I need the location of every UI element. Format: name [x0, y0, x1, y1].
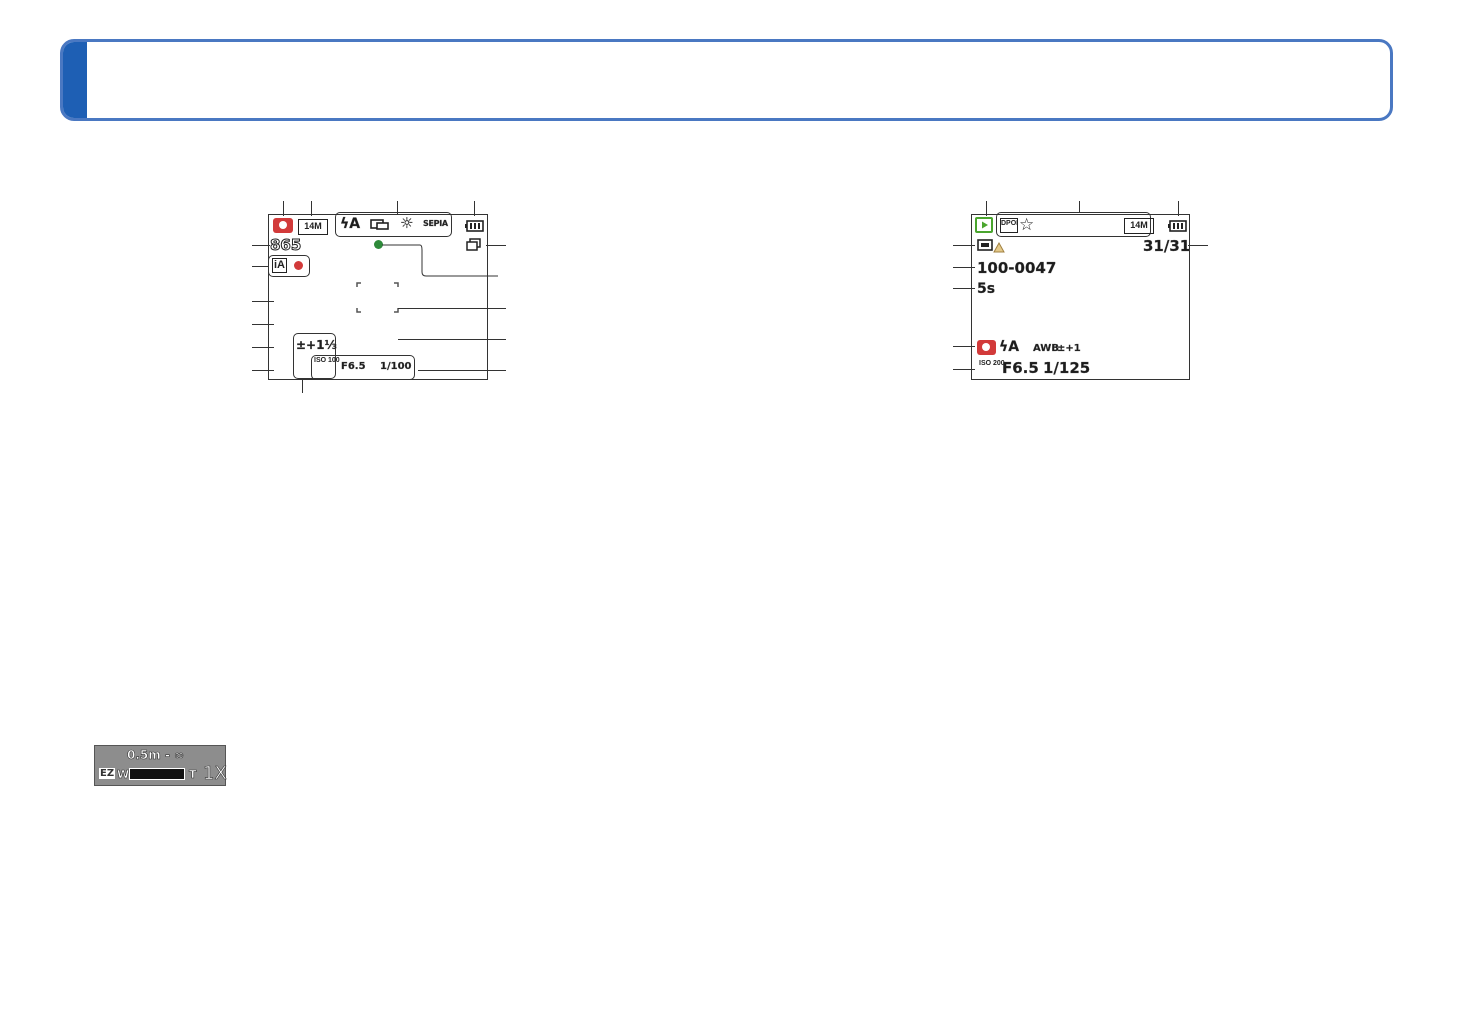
header-accent-tab	[63, 42, 87, 118]
rec-mode-camera-icon	[273, 218, 293, 233]
dpof-icon: DPOF	[1000, 218, 1018, 233]
playback-flash: ϟA	[999, 339, 1020, 355]
settings-group-box	[335, 212, 452, 237]
af-area-frame	[356, 282, 399, 313]
image-count: 31/31	[1143, 237, 1191, 255]
zoom-value: 1X	[203, 763, 227, 785]
zoom-bar	[129, 768, 185, 780]
stabilizer-icon	[370, 217, 390, 230]
playback-shutter: 1/125	[1043, 359, 1091, 377]
exposure-info-box	[311, 355, 415, 380]
playback-exposure-comp: ±+1	[1057, 343, 1081, 354]
iso-indicator: ISO 100	[314, 357, 340, 364]
aperture-value: F6.5	[341, 361, 366, 372]
record-dot	[294, 261, 303, 270]
playback-aperture: F6.5	[1002, 359, 1039, 377]
playback-mode-icon	[975, 217, 993, 233]
zoom-wide-label: W	[117, 768, 130, 782]
burst-mode-icon	[466, 238, 482, 252]
exposure-comp-value: ±+1⅓	[296, 338, 337, 352]
playback-battery-icon	[1168, 219, 1188, 232]
shots-remaining: 865	[269, 236, 302, 255]
elapsed-time: 5s	[977, 281, 996, 297]
playback-lcd-frame	[971, 214, 1190, 380]
playback-iso: ISO 200	[979, 360, 1005, 367]
intelligent-auto-icon: iA	[272, 258, 287, 273]
ez-icon: EZ	[99, 768, 116, 779]
playback-settings-box	[996, 212, 1151, 237]
resolution-indicator: 14M	[298, 219, 328, 235]
zoom-tele-label: T	[189, 768, 197, 782]
playback-camera-icon	[977, 340, 996, 355]
battery-icon	[465, 219, 485, 232]
focus-range: 0.5m - ∞	[127, 748, 185, 763]
white-balance-icon: ☼	[400, 214, 414, 232]
flash-indicator: ϟA	[340, 216, 361, 232]
shutter-speed: 1/100	[380, 361, 412, 372]
protect-warning-icons	[977, 238, 1009, 256]
intelligent-box	[268, 255, 310, 277]
file-number: 100-0047	[977, 259, 1057, 277]
zoom-indicator-panel: 0.5m - ∞ EZ W T 1X	[94, 745, 227, 786]
section-header-bar	[60, 39, 1393, 121]
sepia-indicator: SEPIA	[423, 219, 448, 228]
playback-white-balance: AWB	[1033, 343, 1059, 354]
playback-resolution: 14M	[1124, 218, 1154, 234]
favorite-star-icon: ☆	[1019, 215, 1035, 234]
af-indicator-dot	[374, 240, 383, 249]
